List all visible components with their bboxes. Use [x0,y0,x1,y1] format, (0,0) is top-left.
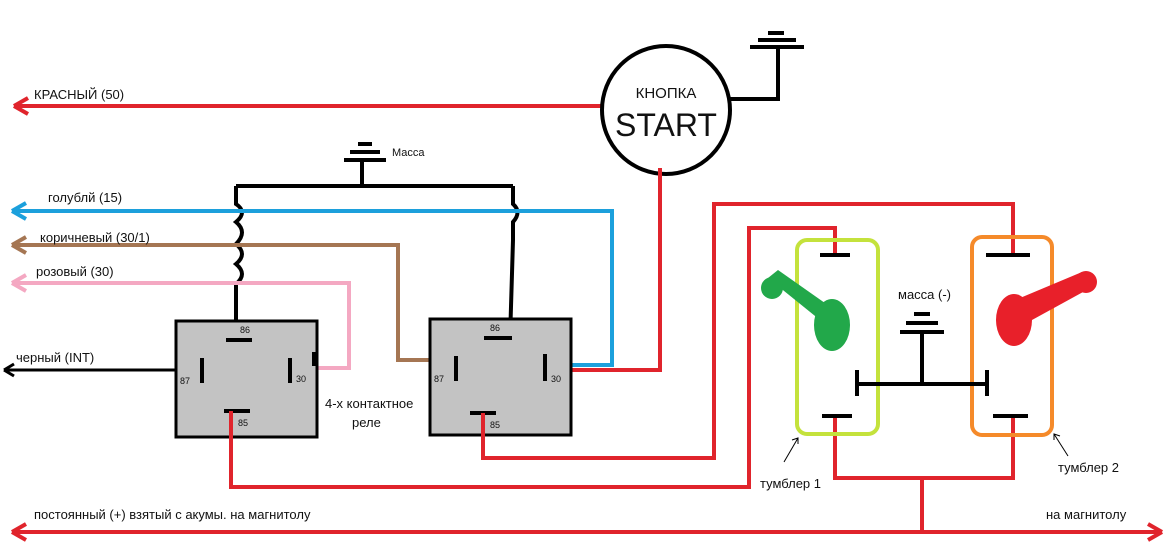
start-button[interactable]: КНОПКА START [600,44,732,176]
relay2-pin-30: 30 [551,374,561,384]
switch-ground-icon [857,312,987,386]
red-wire-label: КРАСНЫЙ (50) [34,87,124,102]
brown-wire-30-1 [11,235,456,362]
relay2-pin-85: 85 [490,420,500,430]
red-wire-50 [13,96,602,116]
relay2-pin-86: 86 [490,323,500,333]
start-button-line1: КНОПКА [636,85,697,102]
blue-wire-15 [11,201,614,367]
relay-label-line2: реле [352,415,381,430]
toggle-2[interactable] [970,235,1097,437]
relay2-85-to-toggle2-wire [481,202,1015,460]
toggle2-label: тумблер 2 [1058,460,1119,475]
pink-wire-30 [11,273,351,370]
relay1-pin-30: 30 [296,374,306,384]
ground-label: Масса [392,147,425,159]
toggle1-label: тумблер 1 [760,476,821,491]
relay1-pin-85: 85 [238,418,248,428]
constant-plus-bus [11,522,1163,542]
switch-ground-label: масса (-) [898,287,951,302]
relay1-85-to-toggle1-wire [229,226,837,489]
relay-1: 86 87 30 85 [174,319,319,439]
blue-wire-label: голублй (15) [48,190,122,205]
to-radio-label: на магнитолу [1046,507,1127,522]
toggle2-pointer [1053,433,1069,457]
relay2-coil-wire [508,186,520,341]
constant-plus-label: постоянный (+) взятый с акумы. на магнит… [34,507,311,522]
start-button-line2: START [615,107,717,143]
black-wire-label: черный (INT) [16,350,94,365]
start-ground-icon [730,31,804,101]
pink-wire-label: розовый (30) [36,264,114,279]
relay-label-line1: 4-х контактное [325,396,413,411]
relay-2: 86 87 30 85 [428,317,573,437]
start-to-relay2-wire [545,168,662,372]
relay1-pin-87: 87 [180,376,190,386]
relay1-pin-86: 86 [240,325,250,335]
relay-ground-bus [236,142,513,188]
toggles-to-constant-wire [833,416,1015,480]
brown-wire-label: коричневый (30/1) [40,230,150,245]
toggle1-pointer [783,437,799,463]
black-wire-int [3,362,202,378]
relay2-pin-87: 87 [434,374,444,384]
toggle1-lever [768,270,832,320]
toggle-1[interactable] [761,238,880,436]
